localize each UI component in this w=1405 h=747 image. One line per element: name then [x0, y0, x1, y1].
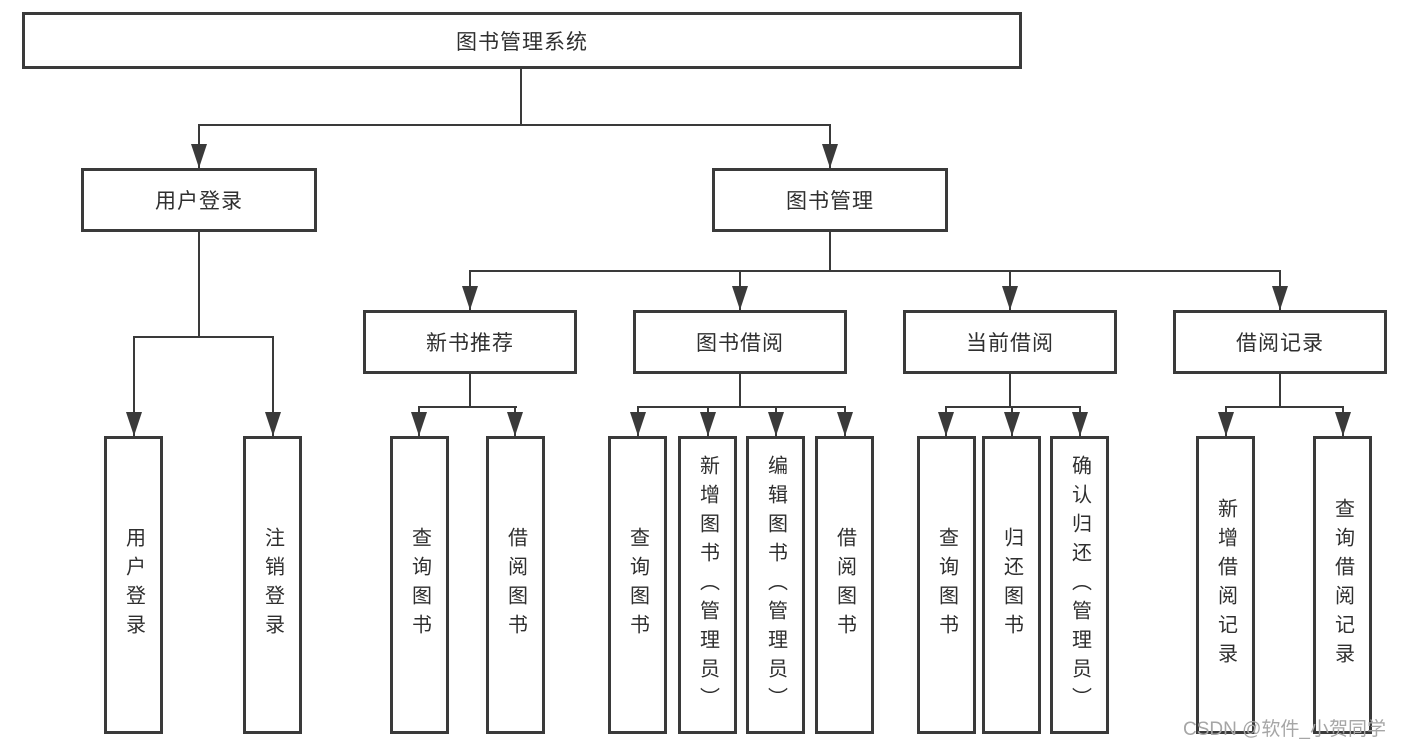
- arrowhead: [1272, 286, 1288, 310]
- leaf-label: 新增借阅记录: [1214, 498, 1237, 672]
- node-new-book-recommendation: 新书推荐: [363, 310, 577, 374]
- node-current-borrowing: 当前借阅: [903, 310, 1117, 374]
- arrowhead: [938, 412, 954, 436]
- leaf-label: 注销登录: [261, 527, 284, 643]
- node-label: 图书管理: [786, 190, 874, 213]
- connector-group-newbook-horizontal: [418, 406, 517, 408]
- node-label: 借阅记录: [1236, 332, 1324, 355]
- arrowhead: [411, 412, 427, 436]
- connector-root-stem: [520, 69, 522, 126]
- arrowhead: [1218, 412, 1234, 436]
- connector-level2-horizontal: [469, 270, 1281, 272]
- arrowhead: [1335, 412, 1351, 436]
- leaf-label: 查询图书: [626, 527, 649, 643]
- arrowhead: [1004, 412, 1020, 436]
- leaf-borrow-books-recommend: 借阅图书: [486, 436, 545, 734]
- leaf-label: 借阅图书: [833, 527, 856, 643]
- arrowhead: [462, 286, 478, 310]
- arrowhead: [1072, 412, 1088, 436]
- arrowhead: [191, 144, 207, 168]
- connector-borrow-records-stem: [1279, 374, 1281, 408]
- arrowhead: [732, 286, 748, 310]
- leaf-add-borrow-record: 新增借阅记录: [1196, 436, 1255, 734]
- connector-group-bookborrow-horizontal: [637, 406, 846, 408]
- leaf-borrow-books: 借阅图书: [815, 436, 874, 734]
- connector-group-records-horizontal: [1225, 406, 1344, 408]
- leaf-label: 确认归还（管理员）: [1068, 454, 1091, 716]
- watermark: CSDN @软件_小贺同学: [1183, 719, 1386, 740]
- connector-book-management-stem: [829, 232, 831, 272]
- node-user-login: 用户登录: [81, 168, 317, 232]
- connector-user-login-stem: [198, 232, 200, 338]
- arrowhead: [265, 412, 281, 436]
- leaf-label: 查询借阅记录: [1331, 498, 1354, 672]
- leaf-edit-books-admin: 编辑图书（管理员）: [746, 436, 805, 734]
- node-book-borrowing: 图书借阅: [633, 310, 847, 374]
- node-label: 用户登录: [155, 190, 243, 213]
- leaf-add-books-admin: 新增图书（管理员）: [678, 436, 737, 734]
- arrowhead: [768, 412, 784, 436]
- arrowhead: [507, 412, 523, 436]
- leaf-label: 编辑图书（管理员）: [764, 454, 787, 716]
- arrowhead: [822, 144, 838, 168]
- connector-current-borrow-stem: [1009, 374, 1011, 408]
- leaf-label: 新增图书（管理员）: [696, 454, 719, 716]
- leaf-label: 用户登录: [122, 527, 145, 643]
- arrowhead: [700, 412, 716, 436]
- node-book-management: 图书管理: [712, 168, 948, 232]
- node-label: 图书管理系统: [456, 30, 588, 54]
- connector-level1-horizontal: [198, 124, 831, 126]
- leaf-label: 借阅图书: [504, 527, 527, 643]
- connector-drop-logout-leaf: [272, 336, 274, 436]
- leaf-query-borrow-record: 查询借阅记录: [1313, 436, 1372, 734]
- leaf-label: 查询图书: [408, 527, 431, 643]
- node-library-management-system: 图书管理系统: [22, 12, 1022, 69]
- arrowhead: [837, 412, 853, 436]
- node-label: 新书推荐: [426, 332, 514, 355]
- connector-new-book-stem: [469, 374, 471, 408]
- leaf-label: 查询图书: [935, 527, 958, 643]
- node-borrowing-records: 借阅记录: [1173, 310, 1387, 374]
- leaf-query-books-borrow: 查询图书: [608, 436, 667, 734]
- leaf-return-books: 归还图书: [982, 436, 1041, 734]
- leaf-query-books-recommend: 查询图书: [390, 436, 449, 734]
- connector-group-currentborrow-horizontal: [945, 406, 1081, 408]
- connector-book-borrow-stem: [739, 374, 741, 408]
- leaf-logout: 注销登录: [243, 436, 302, 734]
- arrowhead: [1002, 286, 1018, 310]
- leaf-query-books-current: 查询图书: [917, 436, 976, 734]
- connector-user-login-horizontal: [133, 336, 274, 338]
- leaf-user-login: 用户登录: [104, 436, 163, 734]
- node-label: 图书借阅: [696, 332, 784, 355]
- leaf-confirm-return-admin: 确认归还（管理员）: [1050, 436, 1109, 734]
- arrowhead: [630, 412, 646, 436]
- leaf-label: 归还图书: [1000, 527, 1023, 643]
- connector-drop-login-leaf: [133, 336, 135, 436]
- arrowhead: [126, 412, 142, 436]
- node-label: 当前借阅: [966, 332, 1054, 355]
